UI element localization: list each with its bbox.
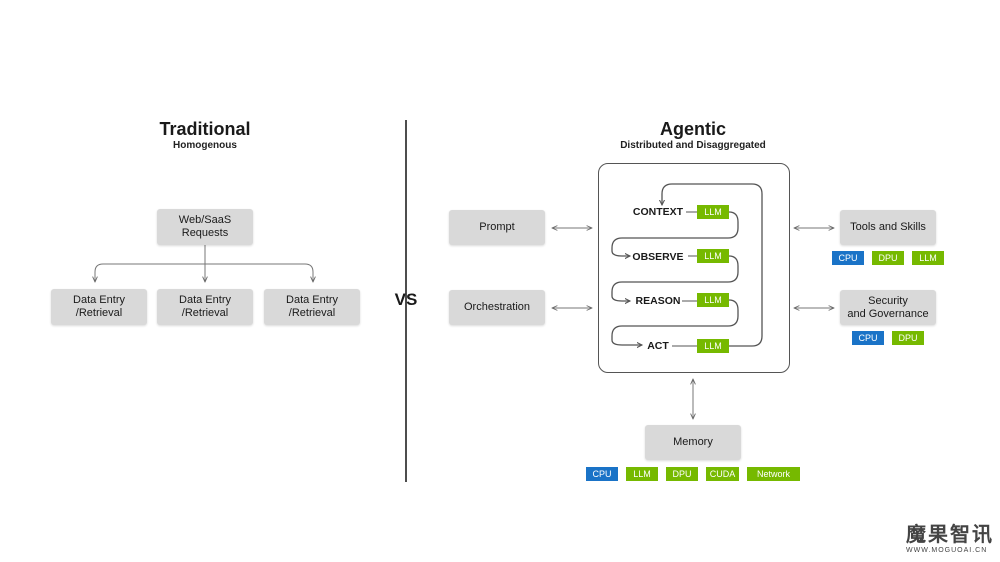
tools-chip-cpu: CPU [832, 251, 864, 265]
loop-observe-reason [611, 255, 739, 301]
stage-context-llm-tag: LLM [697, 205, 729, 219]
memory-chip-llm: LLM [626, 467, 658, 481]
memory-chip-cpu: CPU [586, 467, 618, 481]
stage-observe: OBSERVE [632, 251, 684, 263]
agentic-subtitle: Distributed and Disaggregated [620, 140, 766, 151]
security-chip-cpu: CPU [852, 331, 884, 345]
tree-branch [95, 263, 313, 282]
traditional-subtitle: Homogenous [173, 140, 237, 151]
loop-reason-act [611, 299, 739, 345]
data-entry-box-3: Data Entry /Retrieval [264, 289, 360, 325]
section-divider [405, 120, 407, 482]
memory-box: Memory [645, 425, 741, 460]
stage-observe-llm-tag: LLM [697, 249, 729, 263]
stage-act: ACT [647, 340, 669, 352]
watermark-sub: WWW.MOGUOAI.CN [906, 547, 988, 554]
memory-chip-dpu: DPU [666, 467, 698, 481]
memory-chip-network: Network [747, 467, 800, 481]
loop-context-observe [611, 211, 739, 256]
tools-chip-dpu: DPU [872, 251, 904, 265]
prompt-box: Prompt [449, 210, 545, 245]
web-saas-requests-box: Web/SaaS Requests [157, 209, 253, 245]
stage-reason: REASON [635, 295, 681, 307]
agentic-loop-frame [598, 163, 790, 373]
security-governance-box: Security and Governance [840, 290, 936, 325]
traditional-title: Traditional [159, 119, 251, 139]
vs-label: VS [394, 290, 418, 309]
memory-chip-cuda: CUDA [706, 467, 739, 481]
agentic-title: Agentic [659, 119, 726, 139]
tools-and-skills-box: Tools and Skills [840, 210, 936, 245]
orchestration-box: Orchestration [449, 290, 545, 325]
data-entry-box-1: Data Entry /Retrieval [51, 289, 147, 325]
data-entry-box-2: Data Entry /Retrieval [157, 289, 253, 325]
stage-act-llm-tag: LLM [697, 339, 729, 353]
watermark-main: 魔果智讯 [906, 524, 994, 546]
tools-chip-llm: LLM [912, 251, 944, 265]
security-chip-dpu: DPU [892, 331, 924, 345]
stage-context: CONTEXT [632, 206, 684, 218]
loop-return-line [662, 183, 763, 347]
watermark: 魔果智讯 WWW.MOGUOAI.CN [906, 518, 994, 554]
stage-reason-llm-tag: LLM [697, 293, 729, 307]
